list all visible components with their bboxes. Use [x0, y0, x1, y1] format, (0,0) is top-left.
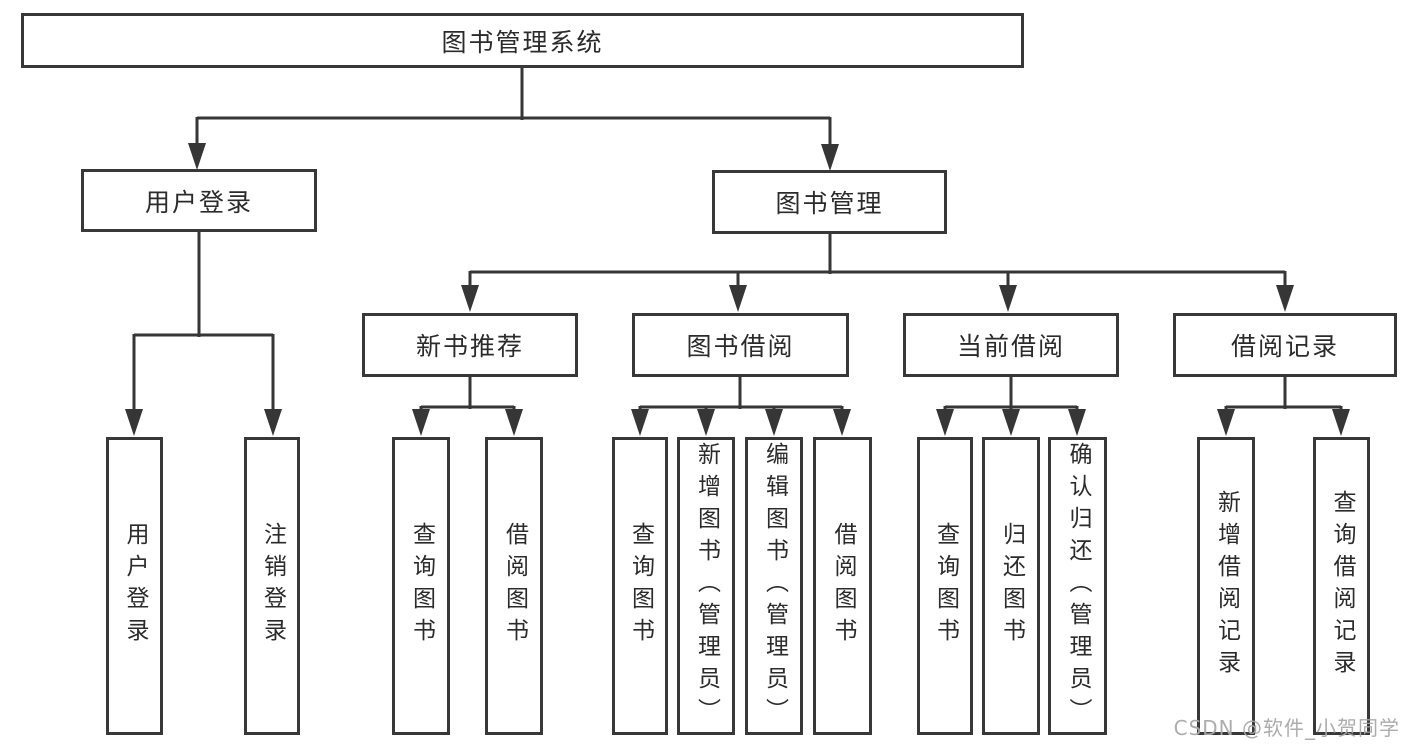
connector-arrowheads	[125, 143, 1350, 436]
leaf-logout: 注销登录	[244, 437, 300, 735]
node-label: 借阅记录	[1230, 332, 1339, 361]
leaf-add-borrow-record: 新增借阅记录	[1197, 437, 1255, 735]
node-book-borrowing: 图书借阅	[632, 313, 849, 377]
leaf-add-book-admin: 新增图书（管理员）	[677, 437, 735, 735]
node-label: 新增图书（管理员）	[693, 442, 720, 730]
node-label: 归还图书	[998, 522, 1025, 650]
node-label: 确认归还（管理员）	[1065, 442, 1091, 730]
leaf-user-login: 用户登录	[106, 437, 163, 735]
node-user-login: 用户登录	[81, 169, 317, 232]
node-label: 新书推荐	[415, 332, 524, 361]
node-label: 查询借阅记录	[1329, 490, 1355, 682]
node-label: 查询图书	[627, 522, 654, 650]
node-book-management: 图书管理	[712, 170, 947, 234]
leaf-borrow-books-borrowing: 借阅图书	[813, 437, 872, 735]
node-label: 用户登录	[122, 522, 148, 650]
node-library-management-system: 图书管理系统	[21, 13, 1024, 68]
node-label: 用户登录	[144, 187, 253, 217]
node-label: 查询图书	[408, 522, 435, 650]
node-label: 新增借阅记录	[1213, 490, 1240, 682]
csdn-watermark: CSDN @软件_小贺同学	[1173, 716, 1400, 740]
leaf-return-books: 归还图书	[982, 437, 1040, 735]
leaf-edit-book-admin: 编辑图书（管理员）	[745, 437, 803, 735]
node-label: 注销登录	[259, 522, 286, 650]
node-label: 编辑图书（管理员）	[761, 442, 788, 730]
node-borrowing-records: 借阅记录	[1173, 313, 1397, 377]
node-label: 借阅图书	[501, 522, 528, 650]
leaf-borrow-books-recommend: 借阅图书	[485, 437, 543, 735]
leaf-confirm-return-admin: 确认归还（管理员）	[1048, 437, 1107, 735]
node-label: 查询图书	[932, 522, 959, 650]
node-current-borrowing: 当前借阅	[903, 313, 1119, 377]
leaf-query-books-borrowing: 查询图书	[612, 437, 668, 735]
node-label: 图书管理	[775, 189, 884, 218]
node-new-book-recommendation: 新书推荐	[362, 313, 578, 377]
node-label: 借阅图书	[830, 522, 856, 650]
leaf-query-books-recommend: 查询图书	[392, 437, 450, 735]
leaf-query-borrow-record: 查询借阅记录	[1313, 437, 1370, 735]
node-label: 当前借阅	[956, 332, 1065, 361]
leaf-query-books-current: 查询图书	[917, 437, 973, 735]
node-label: 图书管理系统	[441, 27, 604, 57]
node-label: 图书借阅	[686, 332, 795, 361]
